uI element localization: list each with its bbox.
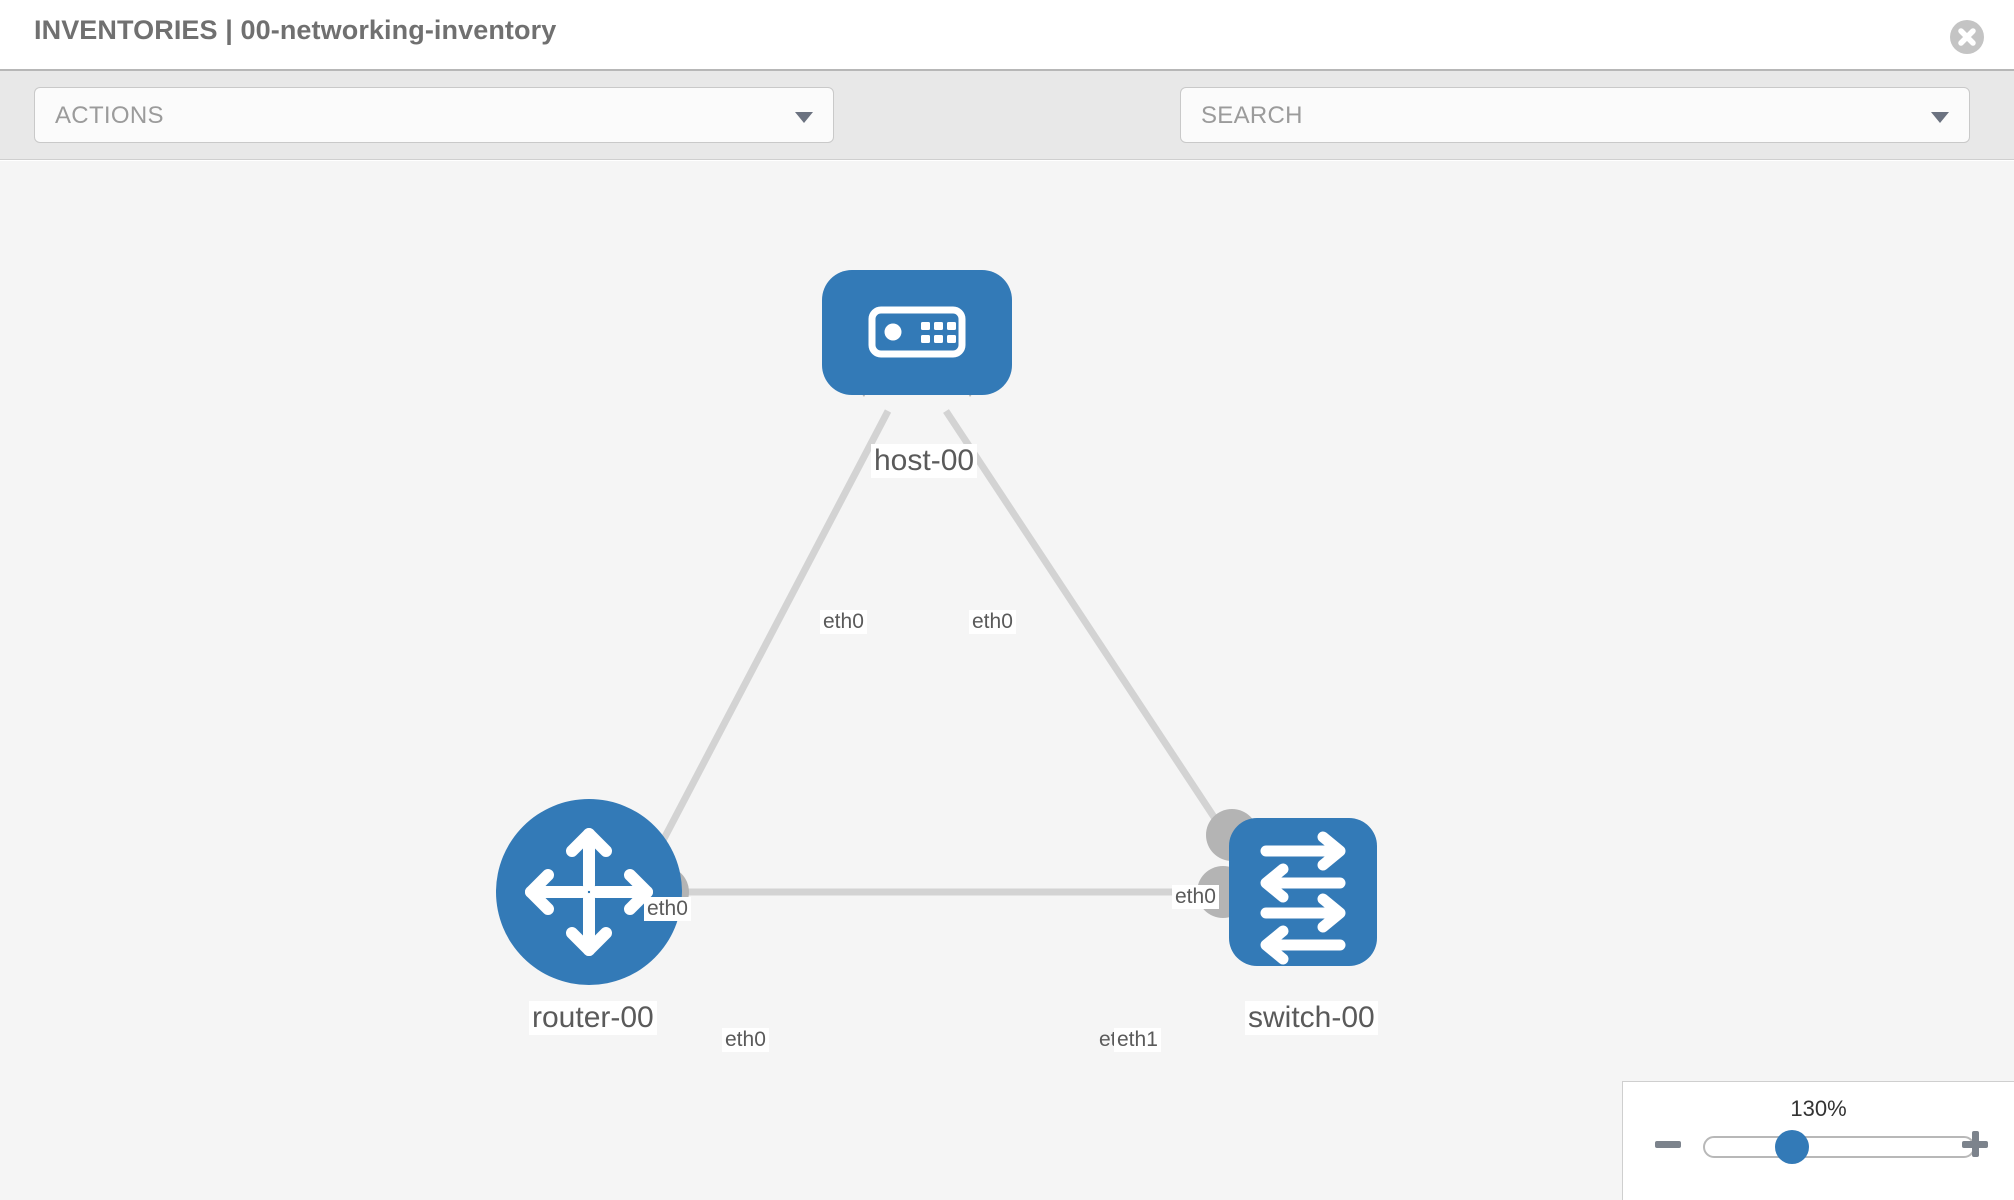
node-label-switch-00[interactable]: switch-00 <box>1245 1001 1378 1035</box>
page-header: INVENTORIES | 00-networking-inventory <box>0 0 2014 71</box>
link-host00-router00[interactable] <box>642 409 892 875</box>
zoom-in-button[interactable] <box>1958 1127 1992 1161</box>
node-label-host-00[interactable]: host-00 <box>871 444 978 478</box>
toolbar: ACTIONS SEARCH <box>0 71 2014 205</box>
node-label-router-00[interactable]: router-00 <box>529 1001 657 1035</box>
four-arrows-horizontal-icon <box>1260 831 1346 965</box>
zoom-out-button[interactable] <box>1651 1127 1685 1161</box>
topology-links <box>642 409 1246 896</box>
interface-label-router00-eth0[interactable]: eth0 <box>722 1028 769 1053</box>
close-icon[interactable] <box>1950 20 1984 54</box>
zoom-slider[interactable] <box>1703 1136 1975 1158</box>
link-host00-switch00[interactable] <box>943 409 1246 863</box>
page-title: INVENTORIES | 00-networking-inventory <box>34 15 557 45</box>
actions-dropdown-label: ACTIONS <box>55 102 164 129</box>
zoom-control-panel: 130% <box>1622 1081 2014 1200</box>
interface-label-router00-eth0-uplink[interactable]: eth0 <box>644 897 691 922</box>
chevron-down-icon[interactable] <box>1931 112 1949 123</box>
interface-label-switch00-eth1[interactable]: eth1 <box>1114 1028 1161 1053</box>
search-input[interactable]: SEARCH <box>1180 87 1970 143</box>
interface-label-host00-eth0-right[interactable]: eth0 <box>969 610 1016 635</box>
four-arrows-inward-icon <box>525 828 653 956</box>
node-router-00[interactable] <box>496 799 682 985</box>
actions-dropdown[interactable]: ACTIONS <box>34 87 834 143</box>
topology-graph <box>496 270 1377 985</box>
server-appliance-icon <box>868 306 966 358</box>
topology-canvas[interactable]: host-00 router-00 switch-00 eth0 eth0 et… <box>0 161 2014 1200</box>
zoom-percent-label: 130% <box>1790 1096 1847 1121</box>
interface-label-host00-eth0-left[interactable]: eth0 <box>820 610 867 635</box>
node-host-00[interactable] <box>822 270 1012 395</box>
chevron-down-icon <box>795 112 813 123</box>
topology-nodes <box>496 270 1377 985</box>
node-switch-00[interactable] <box>1229 818 1377 966</box>
zoom-slider-thumb[interactable] <box>1775 1130 1809 1164</box>
interface-label-switch00-eth0-uplink[interactable]: eth0 <box>1172 885 1219 910</box>
search-placeholder: SEARCH <box>1201 102 1303 129</box>
